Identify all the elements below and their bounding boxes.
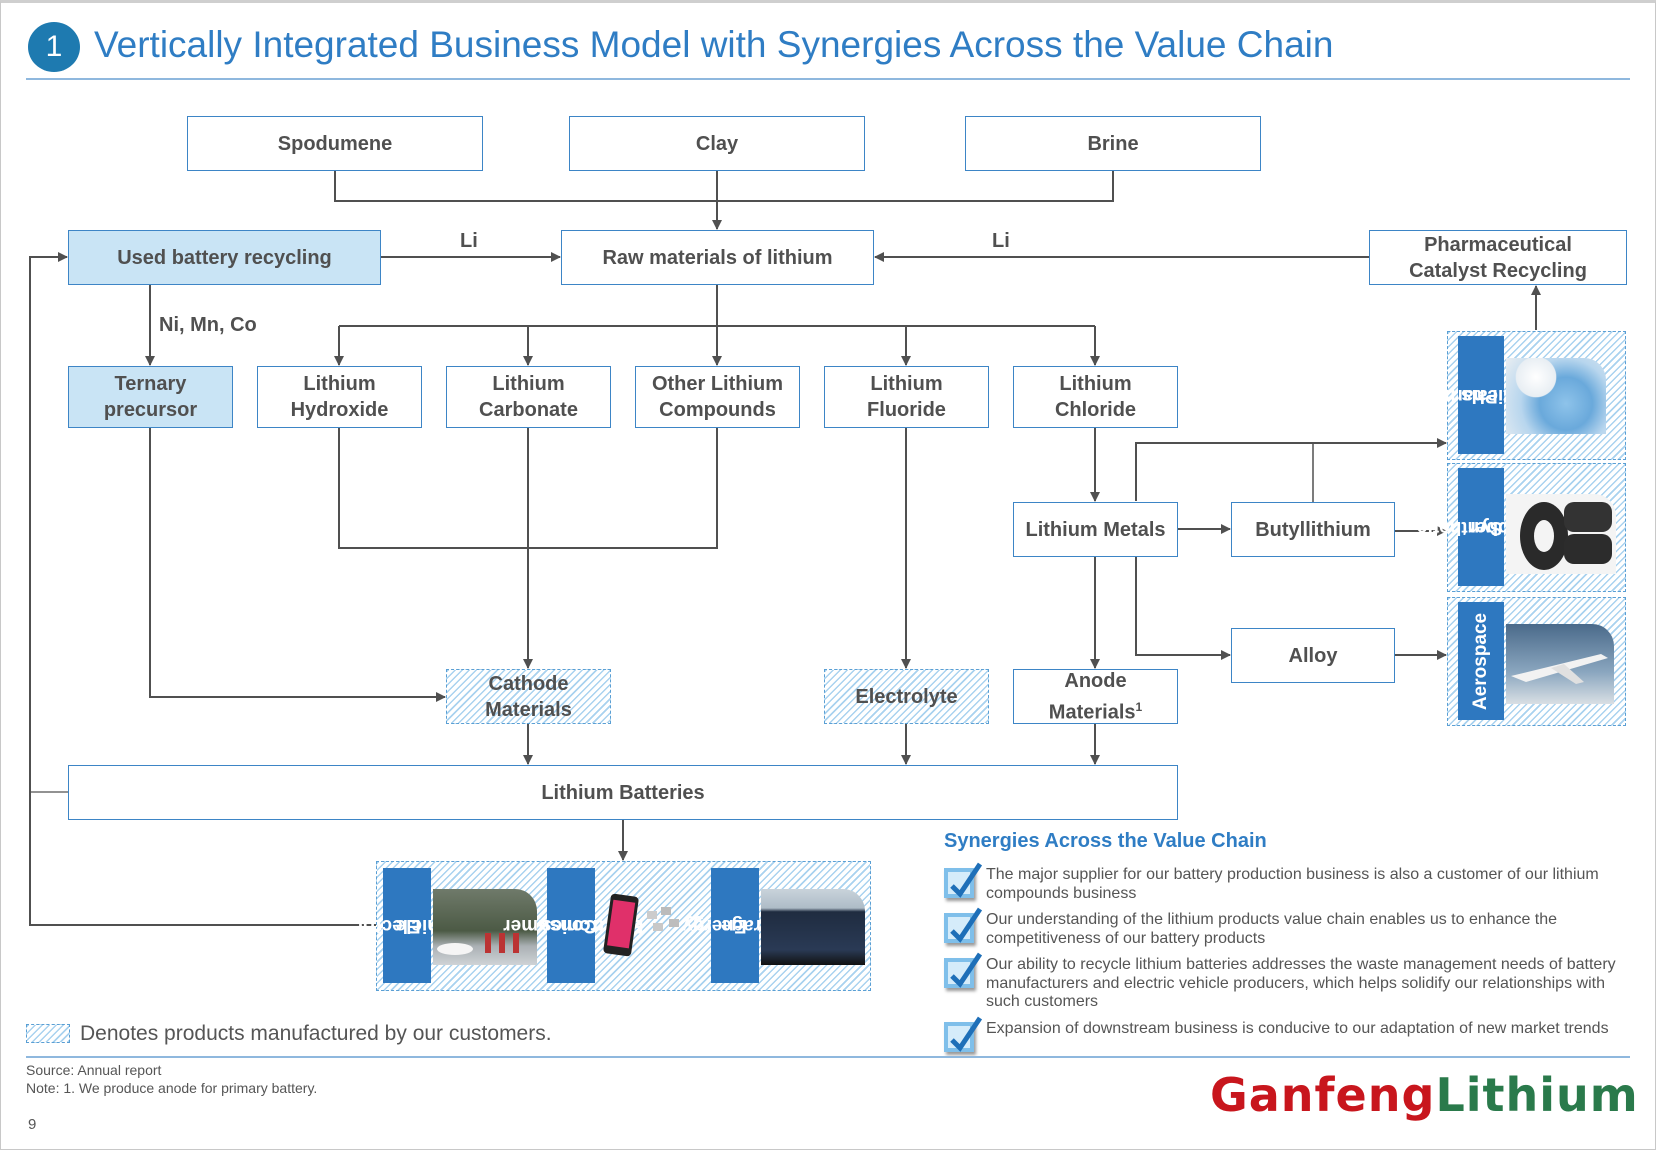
metals-to-alloy-arrow: [1135, 557, 1231, 660]
ev-charging-image: [433, 889, 537, 965]
footnote: Note: 1. We produce anode for primary ba…: [26, 1080, 318, 1096]
metals-to-pharma-arrow: [1135, 438, 1447, 501]
checkbox-checked-icon: [944, 952, 982, 988]
title-rule: [26, 78, 1630, 80]
market-tab-pharmaceuticals: Pharma-ceuticals: [1422, 336, 1543, 454]
box-line: Cathode: [488, 672, 569, 695]
section-number-badge: 1: [28, 22, 80, 72]
synergies-title: Synergies Across the Value Chain: [944, 830, 1267, 852]
box-line: Lithium: [1059, 373, 1132, 395]
box-line: Ternary: [114, 373, 187, 395]
source-note: Source: Annual report: [26, 1062, 162, 1078]
synergy-item: Our understanding of the lithium product…: [944, 907, 1624, 951]
box-line: precursor: [103, 399, 198, 421]
page-title: Vertically Integrated Business Model wit…: [94, 24, 1334, 65]
logo-lithium: Lithium: [1435, 1068, 1639, 1122]
box-lithium-metals: Lithium Metals: [1013, 502, 1178, 557]
box-line: Hydroxide: [290, 399, 389, 421]
tires-image: [1506, 494, 1616, 574]
market-tab-aerospace: Aerospace: [1458, 602, 1504, 720]
box-butyllithium: Butyllithium: [1231, 502, 1395, 557]
box-cathode-materials: Cathode Materials: [446, 669, 611, 724]
legend-hatch-swatch: [26, 1024, 70, 1043]
market-panel-pharmaceuticals: Pharma-ceuticals: [1422, 331, 1626, 460]
box-line: Catalyst Recycling: [1409, 259, 1587, 282]
box-line: Pharmaceutical: [1424, 233, 1572, 256]
spodumene-connector: [334, 171, 1114, 202]
pills-image: [1506, 358, 1606, 434]
logo-ganfeng: Ganfeng: [1210, 1068, 1436, 1122]
box-line: Anode: [1064, 669, 1127, 692]
box-lithium-fluoride: Lithium Fluoride: [824, 366, 989, 428]
footer-rule: [26, 1056, 1630, 1058]
market-panel-aerospace: Aerospace: [1447, 597, 1626, 726]
box-line: Lithium: [492, 373, 565, 395]
synergy-item: Our ability to recycle lithium batteries…: [944, 952, 1624, 1014]
box-spodumene: Spodumene: [187, 116, 483, 171]
box-lithium-carbonate: Lithium Carbonate: [446, 366, 611, 428]
company-logo: GanfengLithium: [1210, 1068, 1639, 1122]
box-line: Lithium: [870, 373, 943, 395]
box-used-battery-recycling: Used battery recycling: [68, 230, 381, 285]
page-number: 9: [28, 1116, 37, 1133]
solar-panels-image: [761, 889, 865, 965]
synergy-text: Our understanding of the lithium product…: [986, 911, 1558, 947]
box-alloy: Alloy: [1231, 628, 1395, 683]
synergy-item: Expansion of downstream business is cond…: [944, 1016, 1624, 1060]
smartphone-image: [599, 889, 699, 965]
box-pharma-catalyst-recycling: Pharmaceutical Catalyst Recycling: [1369, 230, 1627, 285]
box-lithium-batteries: Lithium Batteries: [68, 765, 1178, 820]
badge-number: 1: [45, 30, 63, 63]
li-label-left: Li: [460, 230, 478, 252]
li-label-right: Li: [992, 230, 1010, 252]
box-line: Other Lithium: [651, 373, 784, 395]
synergy-text: Expansion of downstream business is cond…: [986, 1020, 1609, 1037]
box-line: Compounds: [659, 399, 776, 421]
ni-mn-co-label: Ni, Mn, Co: [159, 314, 257, 336]
box-ternary-precursor: Ternary precursor: [68, 366, 233, 428]
box-clay: Clay: [569, 116, 865, 171]
checkbox-checked-icon: [944, 907, 982, 943]
footnote-marker: 1: [1135, 699, 1143, 714]
box-line: Materials1: [1049, 694, 1142, 726]
box-line: Fluoride: [867, 399, 946, 421]
box-electrolyte: Electrolyte: [824, 669, 989, 724]
legend-text: Denotes products manufactured by our cus…: [80, 1022, 552, 1045]
box-line: Carbonate: [479, 399, 578, 421]
box-lithium-chloride: Lithium Chloride: [1013, 366, 1178, 428]
box-brine: Brine: [965, 116, 1261, 171]
box-line: Materials: [485, 698, 572, 721]
tab-line: Aerospace: [1470, 612, 1492, 710]
synergy-text: Our ability to recycle lithium batteries…: [986, 956, 1616, 1010]
box-lithium-hydroxide: Lithium Hydroxide: [257, 366, 422, 428]
checkbox-checked-icon: [944, 1016, 982, 1052]
recycle-loop-line: [29, 252, 376, 926]
anode-text: Materials: [1048, 701, 1136, 724]
box-raw-materials: Raw materials of lithium: [561, 230, 874, 285]
box-anode-materials: Anode Materials1: [1013, 669, 1178, 724]
synergy-text: The major supplier for our battery produ…: [986, 866, 1599, 902]
synergy-item: The major supplier for our battery produ…: [944, 862, 1624, 906]
ternary-to-cathode-arrow: [149, 428, 446, 702]
checkbox-checked-icon: [944, 862, 982, 898]
box-other-lithium-compounds: Other Lithium Compounds: [635, 366, 800, 428]
airplane-image: [1506, 624, 1614, 704]
box-line: Lithium: [303, 373, 376, 395]
box-line: Chloride: [1054, 399, 1137, 421]
